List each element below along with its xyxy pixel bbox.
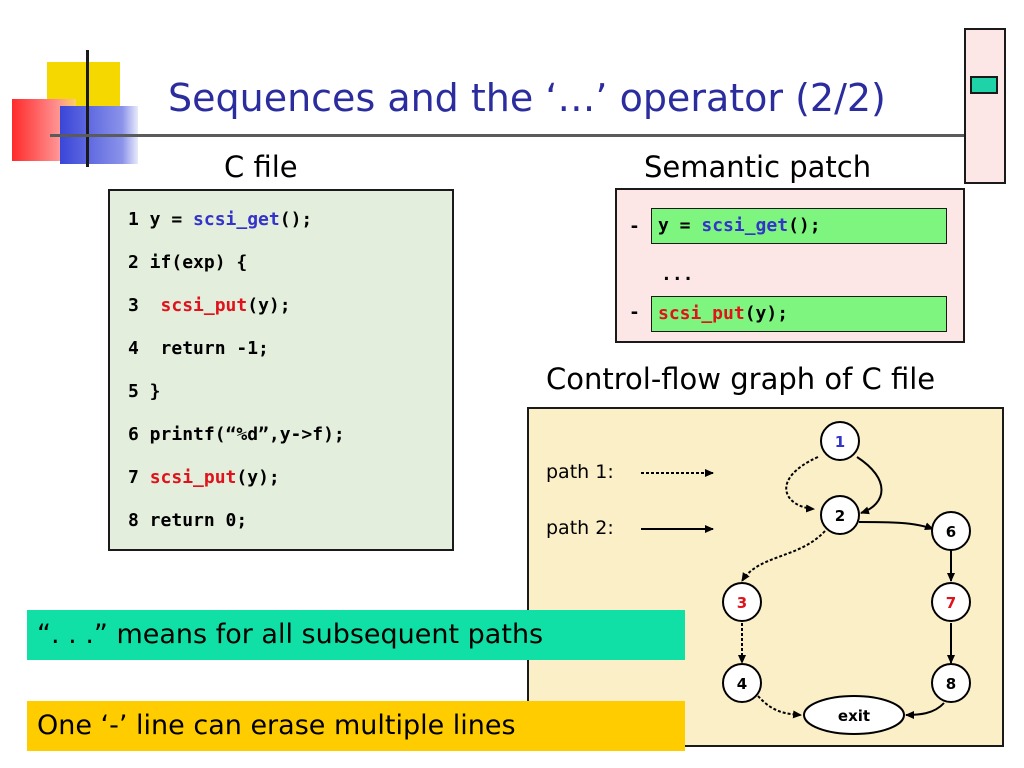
note-ellipsis-meaning: “. . .” means for all subsequent paths bbox=[27, 610, 685, 660]
cfg-node-7: 7 bbox=[931, 582, 971, 622]
code-line-1: 1 y = scsi_get(); bbox=[128, 209, 313, 230]
svg-text:3: 3 bbox=[737, 594, 747, 612]
cfg-diagram: 1 2 6 3 7 4 8 exit bbox=[641, 421, 971, 735]
function-call: scsi_get bbox=[701, 215, 789, 236]
scrollbar-thumb[interactable] bbox=[970, 76, 998, 94]
cfg-node-6: 6 bbox=[931, 511, 971, 551]
function-call: scsi_get bbox=[193, 209, 280, 230]
edge-2-3 bbox=[741, 530, 826, 582]
patch-dots: ... bbox=[661, 264, 694, 285]
cfg-node-4: 4 bbox=[722, 663, 762, 703]
svg-text:1: 1 bbox=[835, 433, 845, 451]
slide-title: Sequences and the ‘…’ operator (2/2) bbox=[168, 76, 886, 120]
patch-line-2: scsi_put(y); bbox=[651, 296, 947, 332]
svg-text:2: 2 bbox=[835, 507, 845, 525]
svg-text:exit: exit bbox=[838, 707, 870, 725]
code-line-8: 8 return 0; bbox=[128, 510, 248, 531]
cfg-diagram-box: 1 2 6 3 7 4 8 exit path 1: bbox=[527, 407, 1004, 747]
path-1-label: path 1: bbox=[546, 461, 614, 483]
cfg-node-1: 1 bbox=[820, 421, 860, 461]
function-call: scsi_put bbox=[658, 303, 745, 324]
cfg-node-2: 2 bbox=[820, 495, 860, 535]
code-line-6: 6 printf(“%d”,y->f); bbox=[128, 424, 345, 445]
edge-8-exit bbox=[905, 702, 945, 719]
svg-text:7: 7 bbox=[946, 594, 956, 612]
code-line-2: 2 if(exp) { bbox=[128, 252, 248, 273]
edge-1-2-solid bbox=[856, 456, 883, 515]
title-underline bbox=[50, 134, 1004, 137]
code-line-7: 7 scsi_put(y); bbox=[128, 467, 280, 488]
cfg-node-8: 8 bbox=[931, 663, 971, 703]
cfg-node-exit: exit bbox=[803, 695, 905, 735]
function-call: scsi_put bbox=[160, 295, 248, 316]
decorative-vertical-line bbox=[86, 50, 89, 167]
edge-4-exit bbox=[757, 695, 802, 719]
minus-marker: - bbox=[629, 216, 640, 237]
code-line-4: 4 return -1; bbox=[128, 338, 269, 359]
cfg-label: Control-flow graph of C file bbox=[546, 362, 936, 396]
patch-line-1: y = scsi_get(); bbox=[651, 208, 947, 244]
path-2-label: path 2: bbox=[546, 517, 614, 539]
cfg-node-3: 3 bbox=[722, 582, 762, 622]
code-line-5: 5 } bbox=[128, 381, 161, 402]
function-call: scsi_put bbox=[149, 467, 237, 488]
c-file-code-box: 1 y = scsi_get(); 2 if(exp) { 3 scsi_put… bbox=[108, 189, 454, 551]
semantic-patch-box: - y = scsi_get(); ... - scsi_put(y); bbox=[615, 188, 965, 343]
semantic-patch-label: Semantic patch bbox=[644, 150, 872, 184]
svg-text:8: 8 bbox=[946, 675, 956, 693]
code-line-3: 3 scsi_put(y); bbox=[128, 295, 291, 316]
note-minus-line: One ‘-’ line can erase multiple lines bbox=[27, 701, 685, 751]
edge-1-2-dotted bbox=[785, 456, 819, 513]
svg-text:6: 6 bbox=[946, 523, 956, 541]
c-file-label: C file bbox=[224, 150, 298, 184]
minus-marker: - bbox=[629, 302, 640, 323]
scrollbar-track[interactable] bbox=[964, 28, 1006, 184]
svg-text:4: 4 bbox=[737, 675, 747, 693]
edge-2-6 bbox=[858, 521, 934, 530]
